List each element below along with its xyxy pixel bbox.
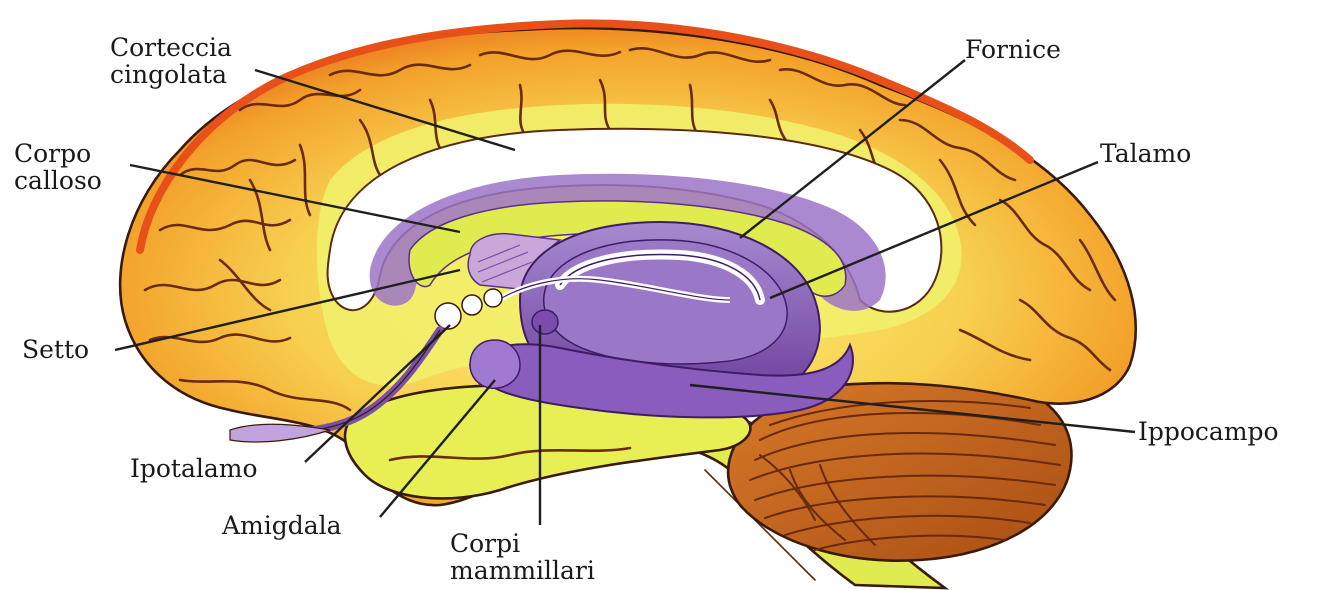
label-corpi-mammillari-text: Corpi mammillari <box>450 530 595 584</box>
label-fornice-text: Fornice <box>965 35 1061 64</box>
label-ipotalamo: Ipotalamo <box>130 455 258 482</box>
label-ippocampo: Ippocampo <box>1138 418 1279 445</box>
label-corteccia-cingolata: Corteccia cingolata <box>110 34 232 88</box>
label-corteccia-cingolata-text: Corteccia cingolata <box>110 34 232 88</box>
label-corpo-calloso-text: Corpo calloso <box>14 140 102 194</box>
label-fornice: Fornice <box>965 36 1061 63</box>
label-setto: Setto <box>22 336 89 363</box>
label-ipotalamo-text: Ipotalamo <box>130 454 258 483</box>
label-amigdala: Amigdala <box>222 512 342 539</box>
label-talamo-text: Talamo <box>1100 139 1191 168</box>
label-corpi-mammillari: Corpi mammillari <box>450 530 595 584</box>
label-corpo-calloso: Corpo calloso <box>14 140 102 194</box>
label-talamo: Talamo <box>1100 140 1191 167</box>
label-ippocampo-text: Ippocampo <box>1138 417 1279 446</box>
label-setto-text: Setto <box>22 335 89 364</box>
label-amigdala-text: Amigdala <box>222 511 342 540</box>
